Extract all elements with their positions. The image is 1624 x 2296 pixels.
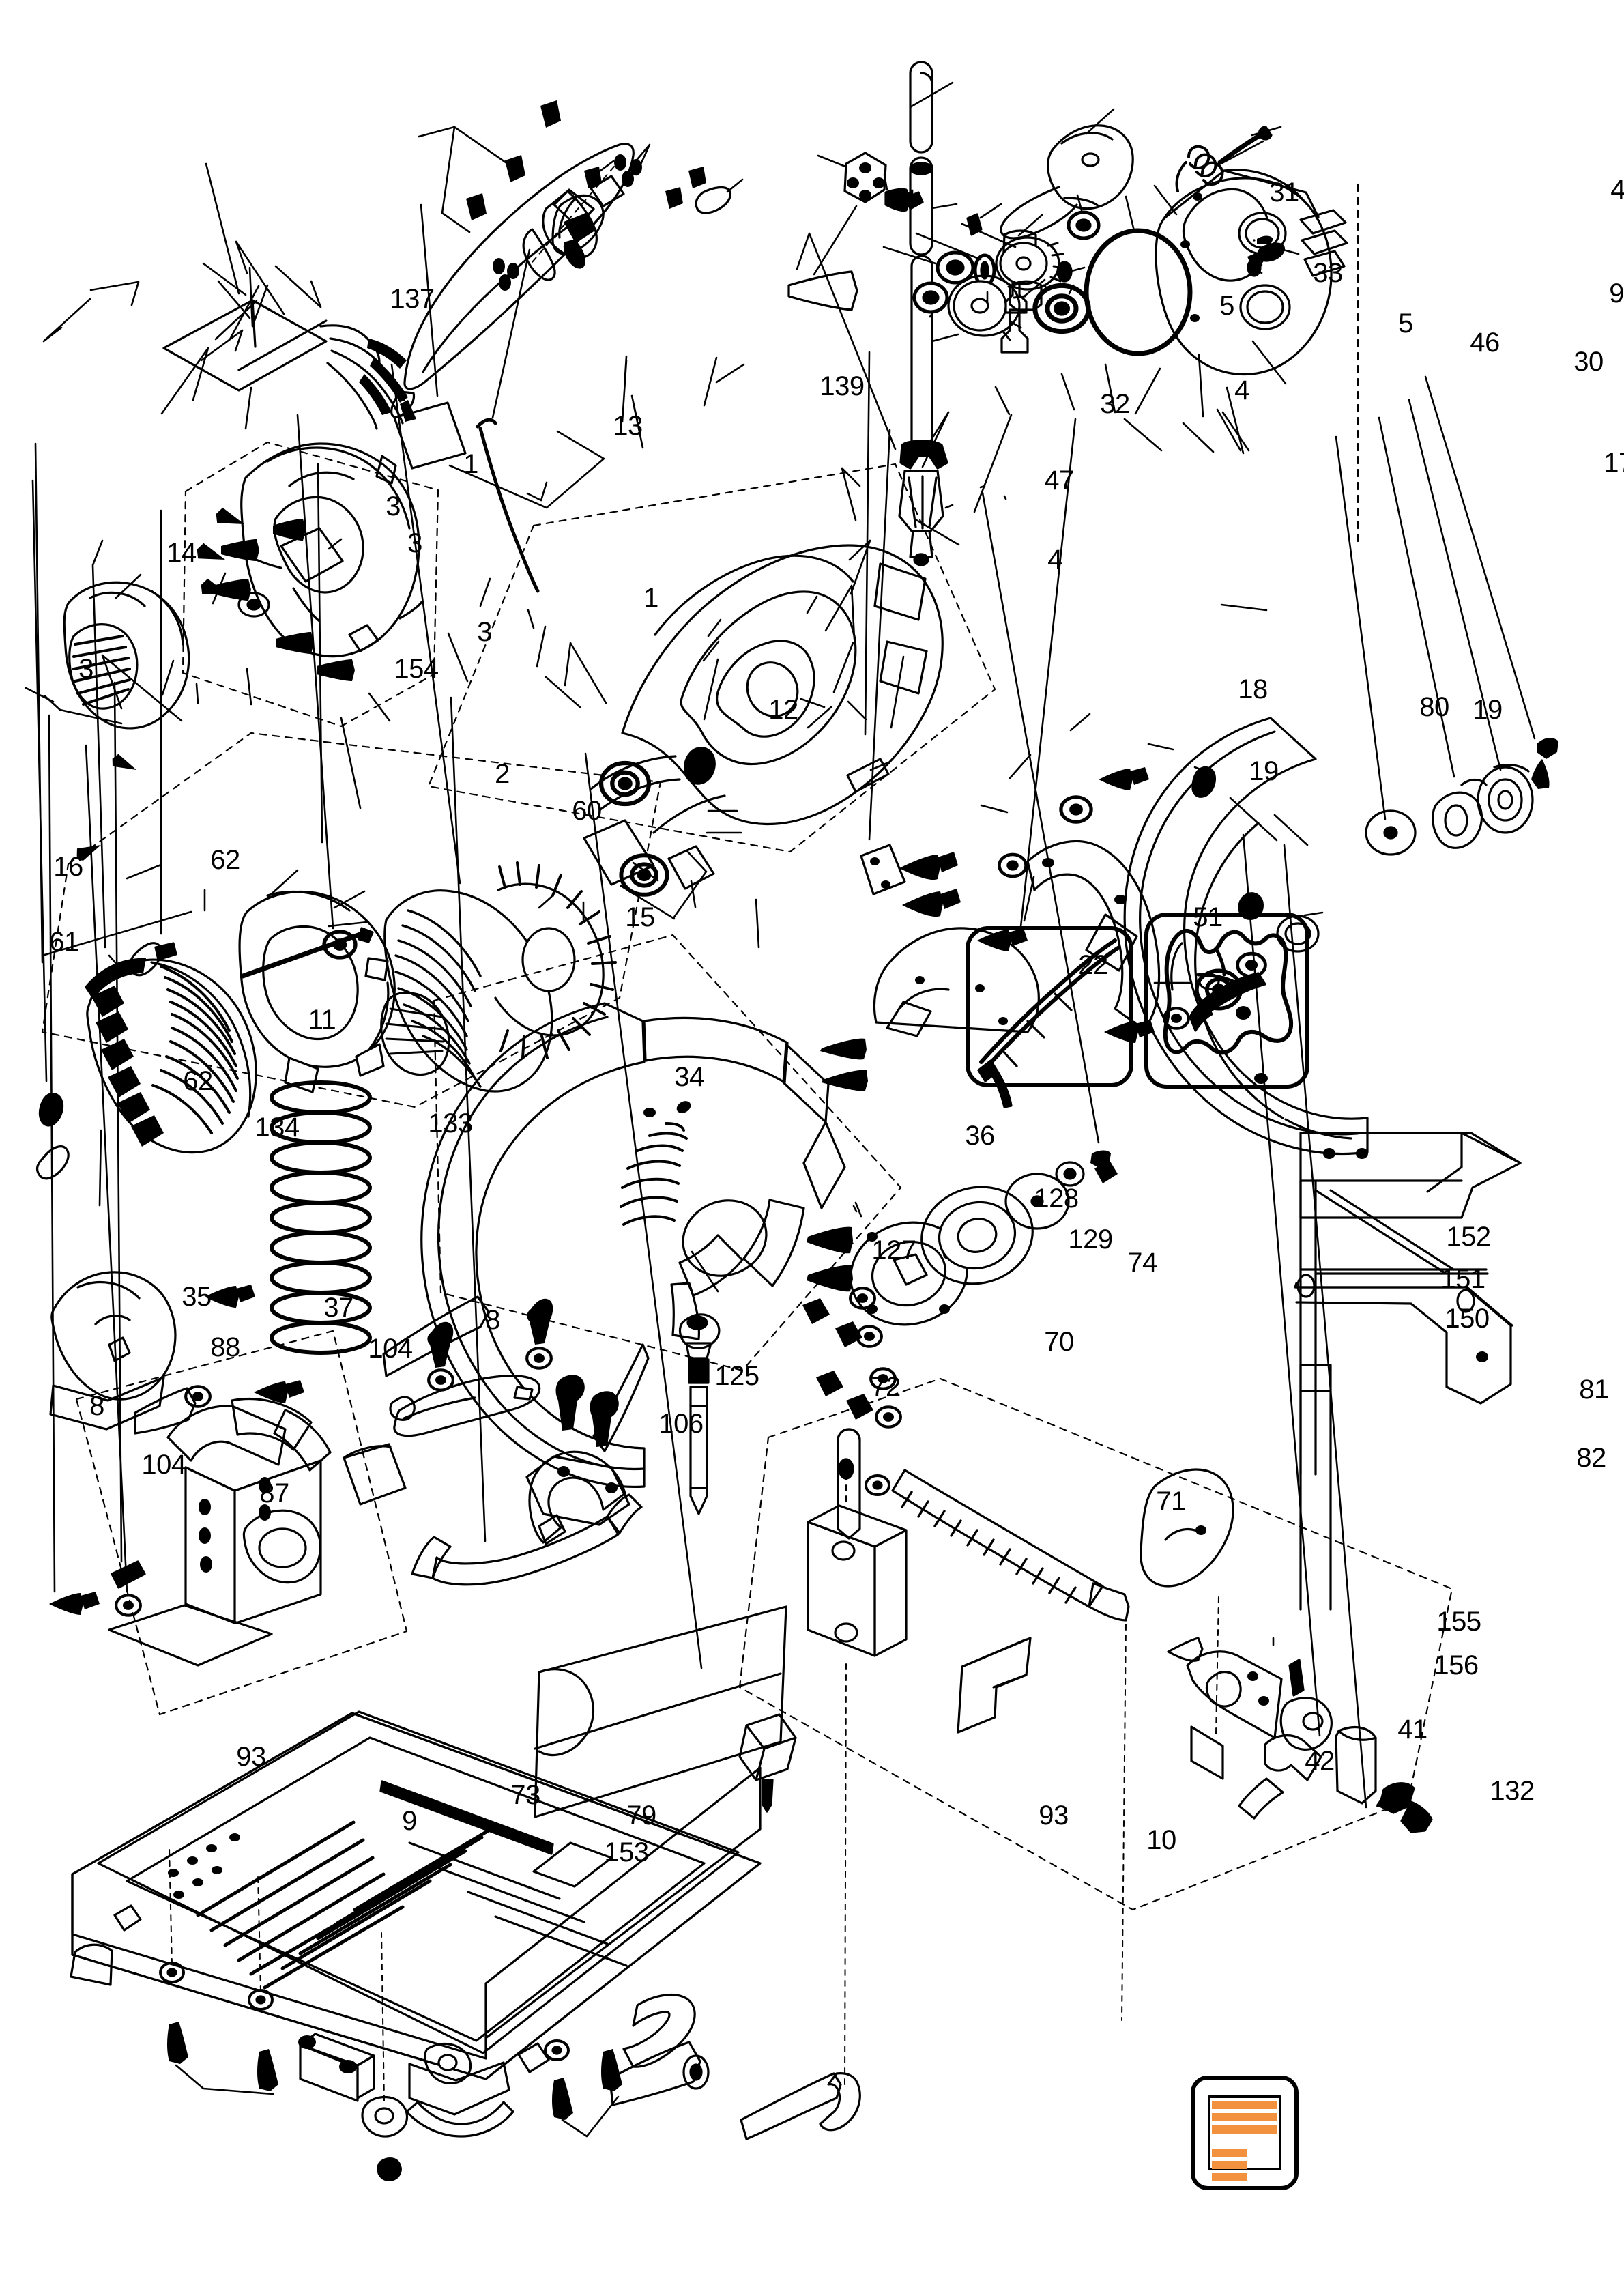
part-callout-33: 33	[1313, 258, 1343, 288]
part-callout-17: 17	[1604, 448, 1624, 478]
part-callout-152: 152	[1446, 1222, 1491, 1252]
part-callout-61: 61	[49, 927, 79, 957]
part-callout-30: 30	[1574, 347, 1604, 377]
part-callout-9: 9	[402, 1806, 417, 1836]
part-callout-127: 127	[871, 1235, 916, 1265]
part-callout-36: 36	[965, 1121, 995, 1151]
part-callout-11: 11	[308, 1005, 336, 1035]
part-callout-13: 13	[613, 411, 643, 441]
part-callout-60: 60	[572, 796, 602, 826]
part-callout-151: 151	[1440, 1264, 1485, 1294]
part-callout-70: 70	[1044, 1327, 1074, 1357]
part-callout-8: 8	[485, 1305, 500, 1335]
part-callout-5: 5	[1219, 291, 1234, 321]
part-callout-137: 137	[390, 284, 435, 314]
part-callout-4: 4	[1234, 375, 1249, 405]
part-callout-35: 35	[182, 1282, 212, 1312]
part-callout-4: 4	[901, 184, 916, 214]
part-callout-62: 62	[183, 1066, 213, 1096]
part-callout-8: 8	[89, 1391, 104, 1421]
part-callout-104: 104	[368, 1334, 413, 1364]
part-callout-87: 87	[259, 1478, 289, 1508]
part-callout-1: 1	[463, 449, 478, 479]
part-callout-47: 47	[1044, 465, 1074, 496]
part-callout-72: 72	[871, 1372, 901, 1402]
part-callout-34: 34	[674, 1062, 704, 1092]
part-callout-5: 5	[1398, 308, 1413, 339]
part-callout-132: 132	[1490, 1776, 1535, 1806]
part-callout-106: 106	[658, 1409, 704, 1439]
part-callout-156: 156	[1434, 1650, 1479, 1680]
part-callout-3: 3	[78, 654, 93, 684]
part-callout-134: 134	[255, 1113, 300, 1143]
part-callout-128: 128	[1034, 1183, 1079, 1214]
part-callout-16: 16	[53, 852, 83, 882]
part-callout-155: 155	[1436, 1607, 1481, 1637]
part-callout-51: 51	[1193, 902, 1223, 932]
part-callout-81: 81	[1579, 1375, 1609, 1405]
part-callout-19: 19	[1473, 695, 1503, 725]
part-callout-3: 3	[407, 528, 422, 558]
part-callout-154: 154	[394, 654, 439, 684]
part-callout-12: 12	[768, 695, 798, 725]
part-callout-91: 91	[1609, 278, 1624, 308]
part-callout-3: 3	[477, 617, 492, 647]
part-callout-104: 104	[141, 1450, 186, 1480]
part-callout-18: 18	[1238, 674, 1268, 704]
part-callout-48: 48	[1610, 175, 1624, 205]
part-callout-150: 150	[1445, 1304, 1490, 1334]
part-callout-32: 32	[1100, 389, 1130, 419]
part-callout-37: 37	[323, 1293, 353, 1323]
part-callout-73: 73	[510, 1780, 540, 1810]
part-callout-41: 41	[1397, 1714, 1427, 1745]
part-callout-46: 46	[1470, 328, 1500, 358]
part-callout-22: 22	[1078, 950, 1108, 980]
part-callout-80: 80	[1419, 692, 1449, 722]
part-callout-93: 93	[236, 1742, 266, 1772]
part-callout-71: 71	[1156, 1487, 1186, 1517]
part-callout-15: 15	[625, 902, 655, 932]
part-callout-88: 88	[210, 1332, 240, 1362]
part-callout-1: 1	[643, 583, 658, 613]
part-callout-31: 31	[1269, 177, 1299, 207]
part-callout-82: 82	[1576, 1443, 1606, 1473]
part-callout-10: 10	[1146, 1825, 1176, 1855]
part-callout-74: 74	[1127, 1248, 1157, 1278]
part-callout-49: 49	[1376, 1787, 1406, 1817]
part-callout-14: 14	[166, 538, 197, 568]
part-callout-129: 129	[1068, 1224, 1113, 1254]
part-callout-62: 62	[210, 845, 240, 875]
part-callout-153: 153	[604, 1837, 649, 1867]
part-callout-19: 19	[1249, 756, 1279, 786]
part-callout-42: 42	[1305, 1746, 1335, 1776]
part-callout-133: 133	[428, 1108, 473, 1138]
part-callout-4: 4	[1047, 545, 1062, 575]
part-callout-2: 2	[495, 759, 510, 789]
part-callout-3: 3	[386, 491, 401, 521]
part-callout-93: 93	[1039, 1800, 1069, 1831]
part-callout-139: 139	[820, 371, 865, 401]
part-callout-79: 79	[626, 1800, 656, 1831]
part-callout-125: 125	[714, 1361, 759, 1391]
